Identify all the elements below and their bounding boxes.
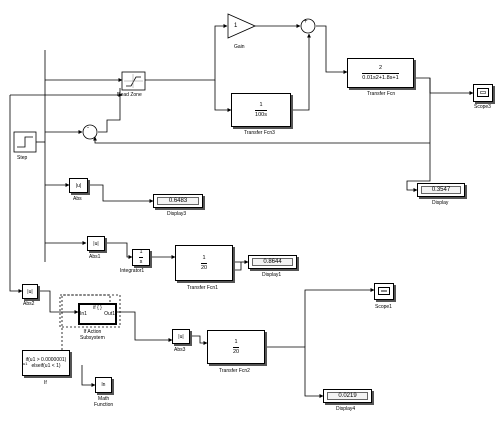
scope3-label: Scope3 xyxy=(474,104,491,110)
abs2-label: Abs2 xyxy=(23,301,35,307)
tf1-num: 1 xyxy=(202,254,206,261)
abs3-label: Abs3 xyxy=(174,347,186,353)
tf3-num: 1 xyxy=(259,101,263,108)
transfer-fcn-block[interactable]: 2 0.01s2+1.8s+1 xyxy=(347,58,414,88)
tf2-num: 1 xyxy=(234,338,238,345)
integrator1-label: Integrator1 xyxy=(120,268,145,274)
abs3-block[interactable]: |u| xyxy=(172,329,190,344)
dead-zone-label: Dead Zone xyxy=(117,92,142,98)
if-action-out: Out1 xyxy=(104,311,115,317)
display3-value: 0.6483 xyxy=(157,197,199,205)
abs-label: Abs xyxy=(73,196,82,202)
if-block[interactable]: if(u1 > 0.0000001) elseif(u1 < 1) xyxy=(22,350,70,376)
sum-block-top[interactable] xyxy=(300,18,316,34)
abs1-block[interactable]: |u| xyxy=(87,236,105,251)
display4-value: 0.0219 xyxy=(327,392,368,400)
display1-label: Display1 xyxy=(262,272,282,278)
if-line2: elseif(u1 < 1) xyxy=(31,363,61,369)
abs2-value: |u| xyxy=(27,288,33,295)
display3-label: Display3 xyxy=(167,211,187,217)
transfer-fcn1-label: Transfer Fcn1 xyxy=(187,285,218,291)
sum-mid-sign: - xyxy=(87,125,89,131)
transfer-fcn3-block[interactable]: 1 100s xyxy=(231,93,291,127)
display-block[interactable]: 0.3547 xyxy=(417,183,465,197)
tf2-den: 20 xyxy=(232,348,240,355)
scope3-block[interactable] xyxy=(473,84,493,102)
int1-num: 1 xyxy=(139,249,143,255)
abs1-value: |u| xyxy=(93,240,99,247)
if-label: If xyxy=(44,380,47,386)
tf1-den: 20 xyxy=(200,264,208,271)
if-action-text: if { } xyxy=(93,305,102,311)
display4-block[interactable]: 0.0219 xyxy=(323,389,372,403)
gain-value: 1 xyxy=(234,23,238,29)
abs-block[interactable]: |u| xyxy=(69,178,88,193)
math-function-value: ln xyxy=(101,382,106,388)
if-port: u1 xyxy=(23,361,28,366)
abs3-value: |u| xyxy=(178,333,184,340)
step-label: Step xyxy=(17,155,28,161)
display1-block[interactable]: 0.8644 xyxy=(248,255,297,269)
scope1-label: Scope1 xyxy=(375,304,392,310)
transfer-fcn2-label: Transfer Fcn2 xyxy=(219,368,250,374)
math-function-label: Math Function xyxy=(94,396,114,408)
if-action-label: If Action Subsystem xyxy=(80,329,105,341)
gain-label: Gain xyxy=(234,44,245,50)
tf-den: 0.01s2+1.8s+1 xyxy=(362,74,399,81)
display1-value: 0.8644 xyxy=(252,258,293,266)
gain-block-shape[interactable] xyxy=(227,13,256,39)
display3-block[interactable]: 0.6483 xyxy=(153,194,203,208)
scope1-block[interactable] xyxy=(374,283,394,300)
if-action-subsystem-block[interactable]: if { } In1 Out1 xyxy=(78,303,117,325)
transfer-fcn3-label: Transfer Fcn3 xyxy=(244,130,275,136)
display-label: Display xyxy=(432,200,449,206)
display4-label: Display4 xyxy=(336,406,356,412)
abs1-label: Abs1 xyxy=(89,254,101,260)
int1-den: s xyxy=(139,259,143,265)
if-action-in: In1 xyxy=(80,311,87,317)
sum-top-sign: + xyxy=(304,19,308,25)
transfer-fcn-label: Transfer Fcn xyxy=(367,91,396,97)
sum-block-mid[interactable] xyxy=(82,124,98,140)
tf-num: 2 xyxy=(378,64,383,71)
display-value: 0.3547 xyxy=(421,186,461,194)
if-line1: if(u1 > 0.0000001) xyxy=(25,357,67,363)
abs-value: |u| xyxy=(75,182,82,189)
abs2-block[interactable]: |u| xyxy=(22,284,38,299)
tf3-den: 100s xyxy=(255,111,267,118)
math-function-block[interactable]: ln xyxy=(95,377,112,393)
